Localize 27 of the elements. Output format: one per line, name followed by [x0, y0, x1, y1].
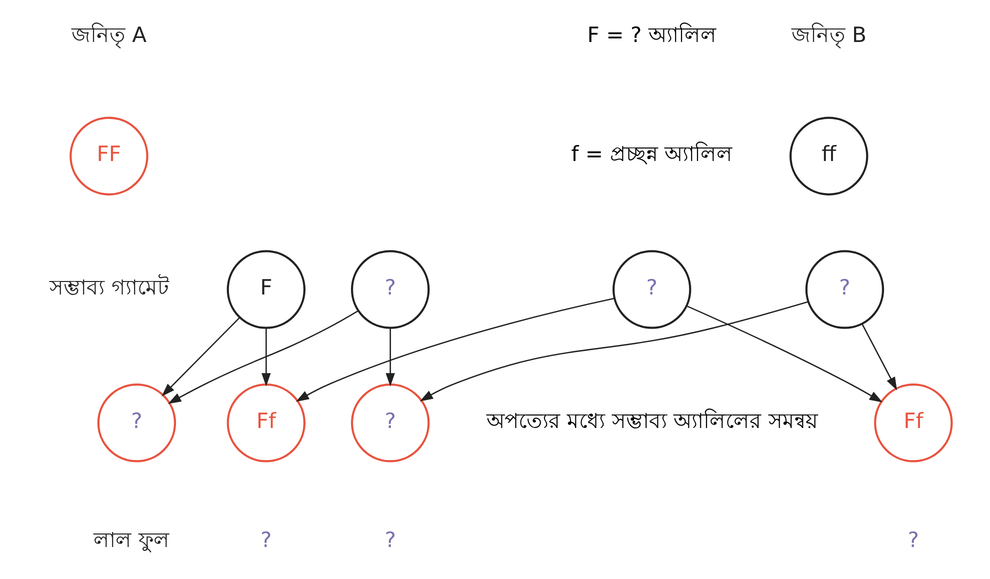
node-circle: ? — [350, 250, 430, 329]
arrow — [386, 328, 395, 386]
label: F = ? অ্যালিল — [587, 22, 716, 48]
node-label: ? — [260, 526, 272, 552]
node-label: সম্ভাব্য গ্যামেট — [50, 274, 168, 300]
node-circle: FF — [70, 116, 148, 196]
label: f = প্রচ্ছন্ন অ্যালিল — [571, 141, 733, 166]
node-label: লাল ফুল — [94, 526, 170, 552]
node-label: ? — [908, 526, 920, 552]
node-label: জনিতৃ B — [791, 22, 866, 48]
node-label: ? — [384, 526, 396, 552]
arrow — [861, 324, 897, 390]
node-label: জনিতৃ A — [71, 22, 147, 48]
node-circle: ? — [350, 384, 430, 462]
node-circle: Ff — [226, 384, 306, 462]
node-circle: ? — [612, 250, 692, 329]
arrow — [686, 305, 883, 402]
arrow — [262, 328, 271, 386]
arrow — [162, 317, 240, 396]
node-circle: Ff — [874, 384, 953, 462]
label: অপত্যের মধ্যে সম্ভাব্য অ্যালিলের সমন্বয় — [486, 408, 818, 433]
arrow — [296, 298, 615, 402]
node-circle: F — [226, 250, 306, 329]
node-circle: ff — [790, 116, 868, 196]
arrow — [420, 301, 808, 402]
arrow — [168, 310, 358, 404]
node-circle: ? — [805, 250, 884, 329]
